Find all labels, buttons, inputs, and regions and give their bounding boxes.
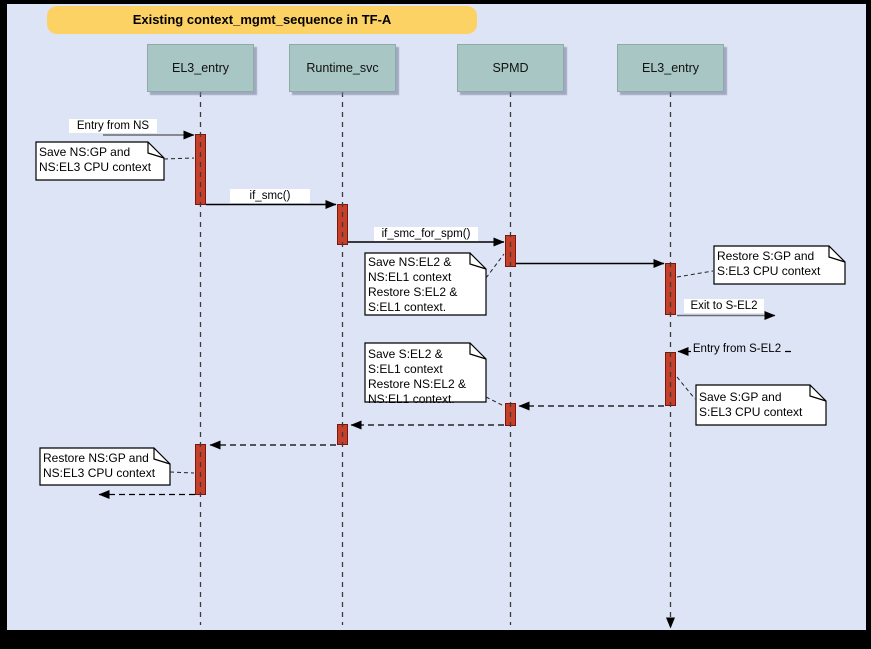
note-text-save-s-gp: Save S:GP and S:EL3 CPU context	[699, 390, 803, 419]
lifeline-header-spmd: SPMD	[457, 44, 564, 92]
diagram-background	[7, 4, 866, 630]
message-label-entry-from-s-el2: Entry from S-EL2	[692, 342, 782, 356]
lifeline-header-el3-entry-right: EL3_entry	[617, 44, 724, 92]
diagram-title: Existing context_mgmt_sequence in TF-A	[47, 6, 477, 34]
activation-el3-right-1	[665, 263, 676, 315]
activation-spmd-2	[505, 403, 516, 426]
activation-runtime-svc-2	[337, 424, 348, 445]
activation-el3-right-2	[665, 352, 676, 406]
message-label-if-smc-for-spm: if_smc_for_spm()	[374, 227, 478, 241]
note-text-restore-s-gp: Restore S:GP and S:EL3 CPU context	[717, 249, 821, 278]
activation-el3-left-1	[195, 134, 206, 205]
lifeline-header-el3-entry-left: EL3_entry	[147, 44, 254, 92]
note-text-restore-ns-gp: Restore NS:GP and NS:EL3 CPU context	[43, 451, 156, 480]
message-label-exit-to-s-el2: Exit to S-EL2	[684, 299, 764, 313]
lifeline-header-runtime-svc: Runtime_svc	[289, 44, 396, 92]
activation-runtime-svc-1	[337, 204, 348, 245]
activation-el3-left-2	[195, 444, 206, 495]
note-text-save-nsel2-restore-sel2: Save NS:EL2 & NS:EL1 context Restore S:E…	[368, 255, 458, 314]
note-text-save-sel2-restore-nsel2: Save S:EL2 & S:EL1 context Restore NS:EL…	[368, 347, 467, 406]
activation-spmd-1	[505, 235, 516, 267]
message-label-entry-from-ns: Entry from NS	[69, 119, 157, 133]
note-text-save-ns-gp: Save NS:GP and NS:EL3 CPU context	[39, 145, 152, 174]
message-label-if-smc: if_smc()	[230, 189, 310, 203]
